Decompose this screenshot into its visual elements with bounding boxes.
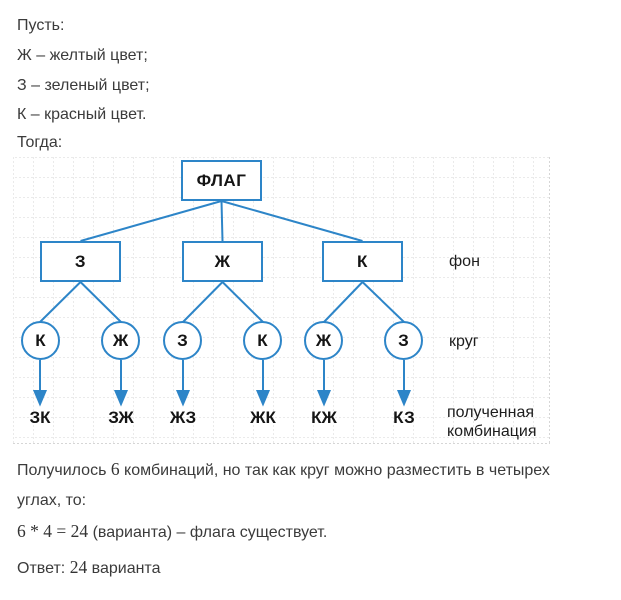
leaf-label-5: КЖ xyxy=(311,408,337,427)
intro-line-green: З – зеленый цвет; xyxy=(17,77,150,94)
row-label-combination: полученная комбинация xyxy=(447,403,537,441)
intro-line-red: К – красный цвет. xyxy=(17,106,147,123)
diagram-canvas xyxy=(13,157,550,444)
tree-circle-6: З xyxy=(384,321,423,360)
grid-paper xyxy=(13,157,550,444)
conclusion-line1-b: комбинаций, но так как круг можно размес… xyxy=(119,462,550,479)
intro-line-then: Тогда: xyxy=(17,134,63,151)
conclusion-line-1: Получилось 6 комбинаций, но так как круг… xyxy=(17,459,550,481)
tree-node-bg-red: К xyxy=(322,241,403,282)
tree-circle-1: К xyxy=(21,321,60,360)
answer-label: Ответ: xyxy=(17,560,70,577)
row-label-circle: круг xyxy=(449,333,479,350)
row-label-combination-line2: комбинация xyxy=(447,423,537,440)
tree-node-root-flag: ФЛАГ xyxy=(181,160,262,201)
answer-text: варианта xyxy=(87,560,161,577)
leaf-label-4: ЖК xyxy=(250,408,276,427)
conclusion-line1-num: 6 xyxy=(110,459,120,479)
formula-expression: 6 * 4 = 24 xyxy=(17,521,89,541)
intro-line-let: Пусть: xyxy=(17,17,65,34)
leaf-label-1: ЗК xyxy=(29,408,51,427)
leaf-label-3: ЖЗ xyxy=(169,408,197,427)
leaf-label-2: ЗЖ xyxy=(108,408,134,427)
row-label-background: фон xyxy=(449,253,480,270)
tree-diagram: ФЛАГ З Ж К К Ж З К Ж З ЗК ЗЖ ЖЗ ЖК КЖ КЗ… xyxy=(13,157,550,444)
tree-edges xyxy=(39,200,405,323)
tree-circle-3: З xyxy=(163,321,202,360)
conclusion-line1-a: Получилось xyxy=(17,462,111,479)
tree-circle-5: Ж xyxy=(304,321,343,360)
tree-node-bg-green: З xyxy=(40,241,121,282)
tree-node-bg-yellow: Ж xyxy=(182,241,263,282)
conclusion-line-2: углах, то: xyxy=(17,492,87,509)
formula-text: (варианта) – флага существует. xyxy=(88,524,328,541)
leaf-label-6: КЗ xyxy=(393,408,415,427)
tree-circle-4: К xyxy=(243,321,282,360)
down-arrow-icon xyxy=(32,360,412,407)
tree-circle-2: Ж xyxy=(101,321,140,360)
answer-line: Ответ: 24 варианта xyxy=(17,557,160,579)
intro-line-yellow: Ж – желтый цвет; xyxy=(17,47,148,64)
formula-line: 6 * 4 = 24 (варианта) – флага существует… xyxy=(17,521,327,543)
answer-number: 24 xyxy=(69,557,88,577)
row-label-combination-line1: полученная xyxy=(447,404,535,421)
